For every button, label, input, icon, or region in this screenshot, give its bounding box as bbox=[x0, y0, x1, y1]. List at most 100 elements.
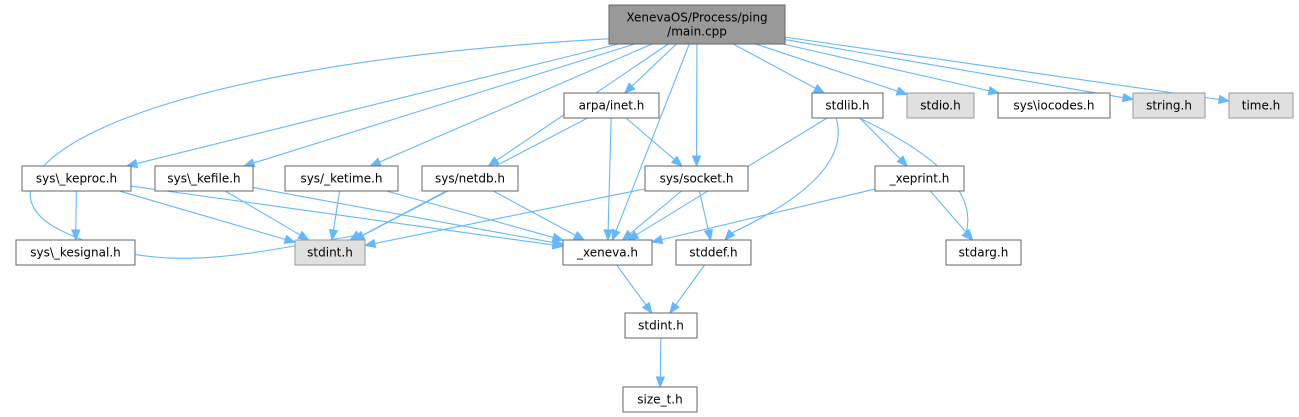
node-label: _xeneva.h bbox=[576, 246, 638, 260]
node-box bbox=[874, 165, 965, 192]
node-box bbox=[21, 165, 132, 192]
node-label: sys/socket.h bbox=[660, 172, 734, 186]
node-iocodes[interactable]: sys\iocodes.h bbox=[997, 92, 1111, 119]
node-label: sys\_kesignal.h bbox=[30, 246, 120, 260]
node-socket[interactable]: sys/socket.h bbox=[644, 165, 749, 192]
edge-line bbox=[674, 264, 705, 307]
edge-main-to-socket bbox=[691, 43, 702, 168]
node-time[interactable]: time.h bbox=[1228, 92, 1294, 119]
arrowhead-icon bbox=[895, 86, 909, 96]
arrowhead-icon bbox=[352, 230, 366, 241]
arrowhead-icon bbox=[669, 301, 680, 315]
node-box bbox=[154, 165, 254, 192]
edge-stdlib-to-xeprint bbox=[859, 117, 909, 167]
node-label: string.h bbox=[1146, 99, 1192, 113]
node-main[interactable]: XenevaOS/Process/ping/main.cpp bbox=[608, 4, 786, 45]
node-box bbox=[997, 92, 1111, 119]
node-label: arpa/inet.h bbox=[579, 99, 645, 113]
edge-main-to-arpa_inet bbox=[623, 43, 677, 94]
edge-arpa_inet-to-socket bbox=[625, 117, 683, 167]
arrowhead-icon bbox=[328, 228, 339, 242]
edge-ketime-to-xeneva bbox=[386, 190, 565, 242]
edge-line bbox=[660, 188, 876, 241]
edge-line bbox=[29, 35, 666, 259]
node-xeneva[interactable]: _xeneva.h bbox=[562, 239, 653, 266]
edge-xeprint-to-xeneva bbox=[650, 188, 876, 245]
node-stdarg[interactable]: stdarg.h bbox=[945, 239, 1022, 266]
node-stdint_gray[interactable]: stdint.h bbox=[294, 239, 366, 266]
node-stdint[interactable]: stdint.h bbox=[624, 312, 698, 339]
node-label: _xeprint.h bbox=[889, 172, 950, 186]
edge-line bbox=[492, 190, 577, 237]
node-string[interactable]: string.h bbox=[1132, 92, 1206, 119]
node-label: sys\iocodes.h bbox=[1014, 99, 1095, 113]
node-label: size_t.h bbox=[637, 393, 682, 407]
node-box bbox=[284, 165, 399, 192]
edge-stddef-to-stdint bbox=[669, 264, 705, 315]
edge-ketime-to-stdint_gray bbox=[328, 190, 341, 242]
edge-line bbox=[784, 36, 1221, 101]
node-stdio[interactable]: stdio.h bbox=[906, 92, 975, 119]
edge-line bbox=[698, 190, 710, 232]
edge-line bbox=[732, 43, 817, 90]
edge-line bbox=[630, 43, 677, 88]
node-label: /main.cpp bbox=[667, 25, 727, 39]
node-box bbox=[675, 239, 752, 266]
node-keproc[interactable]: sys\_keproc.h bbox=[21, 165, 132, 192]
edge-keproc-to-xeneva bbox=[130, 185, 565, 250]
edge-line bbox=[607, 117, 612, 232]
edge-netdb-to-stdint_gray bbox=[352, 190, 447, 241]
edge-main-to-stdio bbox=[755, 43, 909, 96]
node-label: stdarg.h bbox=[959, 246, 1009, 260]
edge-line bbox=[616, 264, 647, 307]
node-box bbox=[624, 312, 698, 339]
edge-line bbox=[75, 190, 77, 232]
node-box bbox=[421, 165, 519, 192]
node-box bbox=[945, 239, 1022, 266]
arrowhead-icon bbox=[297, 230, 310, 241]
node-box bbox=[1228, 92, 1294, 119]
arrowhead-icon bbox=[551, 232, 565, 242]
arrowhead-icon bbox=[987, 86, 1001, 96]
edge-line bbox=[225, 190, 302, 236]
edge-socket-to-xeneva bbox=[621, 190, 682, 241]
node-stddef[interactable]: stddef.h bbox=[675, 239, 752, 266]
arrowhead-icon bbox=[611, 228, 621, 242]
edge-main-to-keproc bbox=[125, 43, 619, 169]
edge-line bbox=[730, 117, 839, 234]
node-label: XenevaOS/Process/ping bbox=[626, 11, 767, 25]
node-kesignal[interactable]: sys\_kesignal.h bbox=[15, 239, 136, 266]
node-ketime[interactable]: sys/_ketime.h bbox=[284, 165, 399, 192]
edge-line bbox=[755, 43, 899, 93]
edge-line bbox=[615, 43, 690, 232]
edge-main-to-string bbox=[784, 39, 1135, 103]
node-label: stdlib.h bbox=[825, 99, 869, 113]
edge-netdb-to-xeneva bbox=[492, 190, 586, 241]
node-label: sys/_ketime.h bbox=[300, 172, 382, 186]
node-size_t[interactable]: size_t.h bbox=[622, 386, 698, 413]
edge-main-to-xeneva bbox=[611, 43, 690, 242]
node-arpa_inet[interactable]: arpa/inet.h bbox=[563, 92, 660, 119]
node-stdlib[interactable]: stdlib.h bbox=[811, 92, 884, 119]
node-netdb[interactable]: sys/netdb.h bbox=[421, 165, 519, 192]
edge-main-to-stdlib bbox=[732, 43, 826, 94]
arrowhead-icon bbox=[650, 234, 664, 245]
arrowhead-icon bbox=[1217, 94, 1231, 105]
node-xeprint[interactable]: _xeprint.h bbox=[874, 165, 965, 192]
node-label: stdint.h bbox=[307, 246, 353, 260]
edge-main-to-stdint_gray bbox=[29, 35, 666, 259]
edge-line bbox=[378, 43, 653, 163]
arrowhead-icon bbox=[641, 301, 653, 315]
node-box bbox=[562, 239, 653, 266]
edge-xeprint-to-stdarg bbox=[929, 190, 974, 242]
edge-line bbox=[929, 190, 968, 234]
arrowhead-icon bbox=[670, 155, 683, 167]
node-box bbox=[811, 92, 884, 119]
node-kefile[interactable]: sys\_kefile.h bbox=[154, 165, 254, 192]
edge-keproc-to-stdint_gray bbox=[119, 190, 297, 244]
edge-line bbox=[659, 337, 662, 379]
node-label: sys/netdb.h bbox=[435, 172, 505, 186]
node-label: sys\_keproc.h bbox=[36, 172, 117, 186]
